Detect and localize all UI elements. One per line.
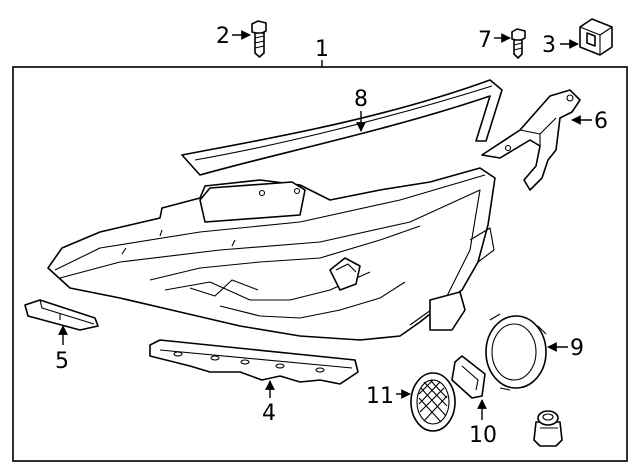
callout-label-10: 10 xyxy=(469,423,497,448)
callout-label-9: 9 xyxy=(570,336,584,361)
callout-11: 11 xyxy=(366,384,411,409)
bulb-socket xyxy=(533,410,563,447)
callout-label-11: 11 xyxy=(366,384,394,409)
callout-1: 1 xyxy=(315,37,329,67)
clip-part-3 xyxy=(579,18,613,56)
bracket-part-5 xyxy=(24,299,99,331)
callout-label-3: 3 xyxy=(542,33,556,58)
callout-label-4: 4 xyxy=(262,401,276,426)
callout-label-8: 8 xyxy=(354,87,368,112)
callout-label-2: 2 xyxy=(216,24,230,49)
callout-2: 2 xyxy=(216,24,251,49)
callout-9: 9 xyxy=(547,336,584,361)
callout-8: 8 xyxy=(354,87,368,132)
callout-4: 4 xyxy=(262,380,276,426)
callout-label-1: 1 xyxy=(315,37,329,62)
callout-5: 5 xyxy=(55,325,69,374)
cover-part-9 xyxy=(485,313,547,391)
trim-strip-part-8 xyxy=(181,79,503,176)
callout-10: 10 xyxy=(469,399,497,448)
cap-part-11 xyxy=(410,372,456,432)
bracket-part-6 xyxy=(481,89,581,191)
bolt-part-7 xyxy=(511,28,526,59)
bracket-part-4 xyxy=(149,339,359,385)
callout-label-7: 7 xyxy=(478,28,492,53)
gasket-part-10 xyxy=(451,355,486,399)
callout-7: 7 xyxy=(478,28,511,53)
bolt-part-2 xyxy=(251,20,267,58)
callout-3: 3 xyxy=(542,33,579,58)
callout-label-5: 5 xyxy=(55,349,69,374)
callout-6: 6 xyxy=(571,109,608,134)
assembly-frame xyxy=(12,66,628,462)
callout-label-6: 6 xyxy=(594,109,608,134)
headlamp-assembly xyxy=(47,167,496,341)
